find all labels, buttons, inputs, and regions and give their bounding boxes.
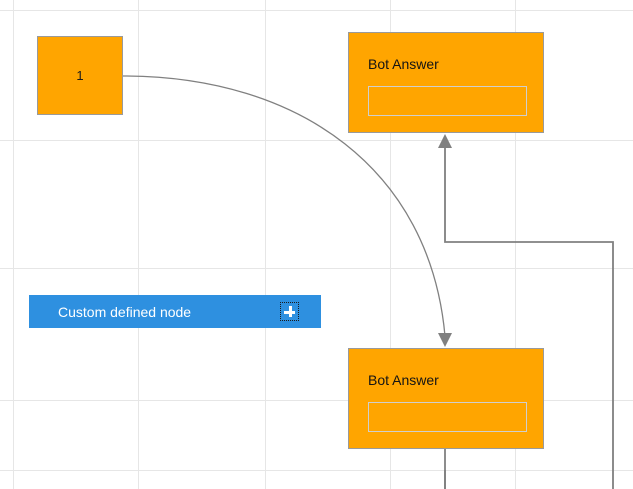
plus-icon[interactable] [280, 302, 299, 321]
node-title: Bot Answer [368, 56, 439, 72]
node-bot-answer-top[interactable]: Bot Answer [348, 32, 544, 133]
node-answer-slot[interactable] [368, 86, 527, 116]
node-start[interactable]: 1 [37, 36, 123, 115]
custom-defined-node-label: Custom defined node [58, 303, 192, 320]
node-start-label: 1 [76, 68, 84, 83]
custom-defined-node-button[interactable]: Custom defined node [29, 295, 321, 328]
node-answer-slot[interactable] [368, 402, 527, 432]
connector-start-to-bot-bottom[interactable] [122, 75, 452, 347]
node-bot-answer-bottom[interactable]: Bot Answer [348, 348, 544, 449]
node-title: Bot Answer [368, 372, 439, 388]
